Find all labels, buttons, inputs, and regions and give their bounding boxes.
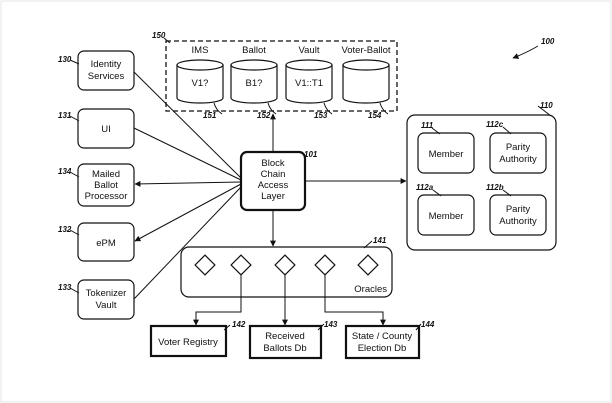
datastore-vault: Vault V1::T1 153: [285, 45, 333, 120]
svg-text:Processor: Processor: [85, 191, 128, 202]
block-chain-access-layer: Block Chain Access Layer 101: [239, 150, 318, 212]
svg-text:Identity: Identity: [91, 59, 122, 70]
svg-text:Ballots Db: Ballots Db: [263, 343, 306, 354]
oracle-diamond: [274, 254, 296, 276]
received-ballots-db-box: Received Ballots Db 143: [248, 320, 338, 360]
svg-text:Layer: Layer: [261, 191, 285, 202]
chain-node-group: 110 Member 111 Parity Authority 112c Mem…: [406, 101, 557, 251]
identity-services-box: Identity Services 130: [58, 50, 135, 91]
member-node-111: Member 111: [417, 121, 475, 174]
svg-text:134: 134: [58, 167, 72, 176]
oracle-diamond: [357, 254, 379, 276]
svg-text:112b: 112b: [486, 183, 504, 192]
svg-text:Voter Registry: Voter Registry: [158, 337, 218, 348]
svg-text:112c: 112c: [486, 120, 504, 129]
svg-text:Received: Received: [265, 331, 305, 342]
svg-text:Voter-Ballot: Voter-Ballot: [341, 45, 390, 56]
svg-text:Ballot: Ballot: [94, 180, 118, 191]
state-county-election-db-box: State / County Election Db 144: [344, 320, 435, 360]
svg-text:Authority: Authority: [499, 154, 537, 165]
svg-text:Authority: Authority: [499, 216, 537, 227]
ui-box: UI 131: [58, 108, 135, 149]
svg-text:ePM: ePM: [96, 238, 116, 249]
svg-text:152: 152: [257, 111, 271, 120]
oracles-group: Oracles 141: [180, 236, 393, 298]
svg-text:Vault: Vault: [96, 300, 117, 311]
svg-text:131: 131: [58, 111, 72, 120]
datastore-voter-ballot: Voter-Ballot 154: [341, 45, 390, 120]
figure-ref: 100: [512, 37, 555, 59]
svg-text:101: 101: [304, 150, 318, 159]
svg-text:Services: Services: [88, 71, 125, 82]
svg-text:V1::T1: V1::T1: [295, 78, 323, 89]
parity-authority-node-112b: Parity Authority 112b: [486, 183, 547, 236]
svg-text:Access: Access: [258, 180, 289, 191]
svg-text:Oracles: Oracles: [354, 284, 387, 295]
svg-text:Tokenizer: Tokenizer: [86, 288, 127, 299]
svg-text:143: 143: [324, 320, 338, 329]
svg-text:130: 130: [58, 55, 72, 64]
svg-text:110: 110: [540, 101, 553, 110]
svg-text:UI: UI: [101, 124, 111, 135]
svg-text:112a: 112a: [416, 183, 434, 192]
svg-text:111: 111: [421, 121, 434, 130]
svg-text:Member: Member: [429, 211, 464, 222]
mailed-ballot-processor-box: Mailed Ballot Processor 134: [58, 163, 135, 207]
svg-text:Parity: Parity: [506, 142, 531, 153]
svg-text:State / County: State / County: [352, 331, 412, 342]
svg-text:B1?: B1?: [246, 78, 263, 89]
svg-text:Mailed: Mailed: [92, 169, 120, 180]
voter-registry-box: Voter Registry 142: [149, 320, 246, 358]
svg-text:Vault: Vault: [299, 45, 320, 56]
svg-text:Election Db: Election Db: [358, 343, 407, 354]
oracle-diamond: [194, 254, 216, 276]
svg-text:154: 154: [368, 111, 382, 120]
svg-text:Ballot: Ballot: [242, 45, 266, 56]
svg-text:153: 153: [314, 111, 328, 120]
oracle-connectors: [193, 275, 386, 326]
svg-text:144: 144: [421, 320, 435, 329]
svg-text:132: 132: [58, 225, 72, 234]
svg-text:100: 100: [541, 37, 555, 46]
epm-box: ePM 132: [58, 222, 135, 262]
oracle-diamond: [314, 254, 336, 276]
svg-text:Parity: Parity: [506, 204, 531, 215]
tokenizer-vault-box: Tokenizer Vault 133: [58, 279, 135, 320]
svg-text:151: 151: [203, 111, 217, 120]
svg-text:V1?: V1?: [192, 78, 209, 89]
svg-text:Block: Block: [261, 158, 284, 169]
svg-text:Chain: Chain: [261, 169, 286, 180]
oracle-diamond: [230, 254, 252, 276]
svg-text:141: 141: [373, 236, 387, 245]
svg-text:Member: Member: [429, 149, 464, 160]
datastore-ballot: Ballot B1? 152: [230, 45, 278, 120]
parity-authority-node-112c: Parity Authority 112c: [486, 120, 547, 174]
member-node-112a: Member 112a: [416, 183, 475, 236]
datastore-ims: IMS V1? 151: [176, 45, 224, 120]
datastore-group: 150 IMS V1? 151 Ballot B1? 152 Vault V1:…: [152, 31, 398, 120]
left-connectors: [133, 71, 242, 300]
svg-text:150: 150: [152, 31, 166, 40]
datastore-dashed-border: [165, 40, 398, 112]
svg-text:142: 142: [232, 320, 246, 329]
svg-text:IMS: IMS: [192, 45, 209, 56]
svg-text:133: 133: [58, 283, 72, 292]
